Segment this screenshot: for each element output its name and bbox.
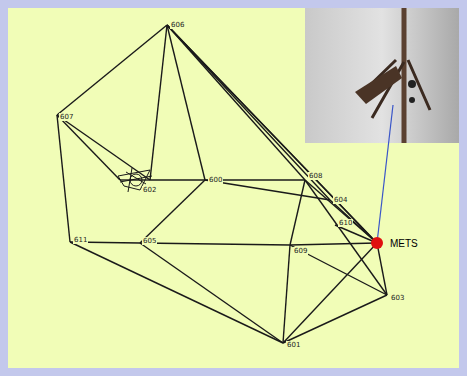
vertex-number: 605 xyxy=(142,237,157,245)
vertex-number: 601 xyxy=(286,341,301,349)
vertex-number: 609 xyxy=(293,247,308,255)
vertex-number: 604 xyxy=(333,196,348,204)
vertex-number: 603 xyxy=(390,294,405,302)
vertex-number: 600 xyxy=(208,176,223,184)
leader-line xyxy=(377,105,393,243)
point-label: METS xyxy=(389,238,419,250)
vertex-number: 608 xyxy=(308,172,323,180)
marker-dot xyxy=(371,237,383,249)
vertex-number: 610 xyxy=(338,219,353,227)
photo-inset xyxy=(305,8,459,143)
vertex-number: 602 xyxy=(142,186,157,194)
vertex-number: 607 xyxy=(59,113,74,121)
vertex-number: 606 xyxy=(170,21,185,29)
vertex-number: 611 xyxy=(73,236,88,244)
